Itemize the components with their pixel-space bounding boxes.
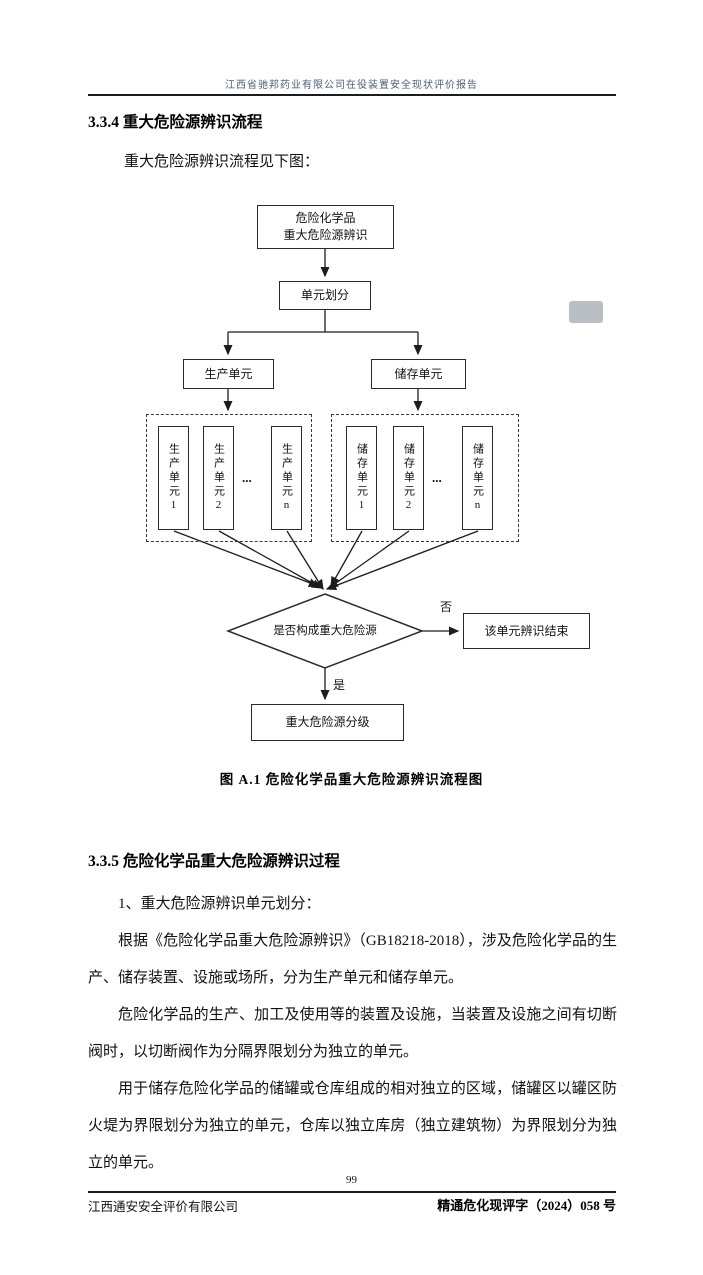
flow-start-box: 危险化学品 重大危险源辨识	[257, 205, 394, 249]
paragraph: 根据《危险化学品重大危险源辨识》（GB18218-2018），涉及危险化学品的生…	[88, 933, 617, 986]
production-ellipsis: ...	[242, 470, 252, 485]
footer-doc-number: 精通危化现评字（2024）058 号	[437, 1198, 616, 1213]
storage-subunit-1: 储存单元1	[346, 426, 377, 530]
flow-start-line1: 危险化学品	[295, 211, 356, 225]
flow-production-unit-box: 生产单元	[183, 359, 274, 389]
paragraph: 危险化学品的生产、加工及使用等的装置及设施，当装置及设施之间有切断阀时，以切断阀…	[88, 1007, 617, 1060]
production-subunit-1: 生产单元1	[158, 426, 189, 530]
flow-start-line2: 重大危险源辨识	[283, 228, 368, 242]
decision-yes-label: 是	[333, 678, 346, 692]
storage-subunit-n: 储存单元n	[462, 426, 493, 530]
screen-overlay-artifact	[569, 301, 603, 323]
figure-caption: 图 A.1 危险化学品重大危险源辨识流程图	[219, 772, 484, 787]
flow-unit-division-box: 单元划分	[279, 281, 371, 310]
section-335: 3.3.5 危险化学品重大危险源辨识过程 1、重大危险源辨识单元划分： 根据《危…	[88, 852, 617, 1182]
flow-storage-unit-box: 储存单元	[371, 359, 466, 389]
paragraph: 1、重大危险源辨识单元划分：	[118, 896, 321, 912]
footer-rule	[88, 1191, 616, 1193]
paragraph: 用于储存危险化学品的储罐或仓库组成的相对独立的区域，储罐区以罐区防火堤为界限划分…	[88, 1081, 617, 1171]
footer-company: 江西通安安全评价有限公司	[88, 1200, 239, 1214]
section-heading-334: 3.3.4 重大危险源辨识流程	[88, 114, 263, 131]
header-title: 江西省驰邦药业有限公司在役装置安全现状评价报告	[225, 80, 478, 91]
decision-diamond-label: 是否构成重大危险源	[273, 625, 377, 637]
header-rule	[88, 94, 616, 96]
page-number: 99	[346, 1174, 357, 1186]
production-subunits-group	[146, 414, 312, 542]
production-subunit-2: 生产单元2	[203, 426, 234, 530]
production-subunit-n: 生产单元n	[271, 426, 302, 530]
section-intro: 重大危险源辨识流程见下图：	[124, 154, 320, 170]
storage-subunits-group	[331, 414, 519, 542]
storage-ellipsis: ...	[432, 470, 442, 485]
section-heading-335: 3.3.5 危险化学品重大危险源辨识过程	[88, 853, 340, 870]
flow-classify-box: 重大危险源分级	[251, 704, 404, 741]
decision-no-label: 否	[440, 600, 453, 614]
flow-end-box: 该单元辨识结束	[463, 613, 590, 649]
storage-subunit-2: 储存单元2	[393, 426, 424, 530]
